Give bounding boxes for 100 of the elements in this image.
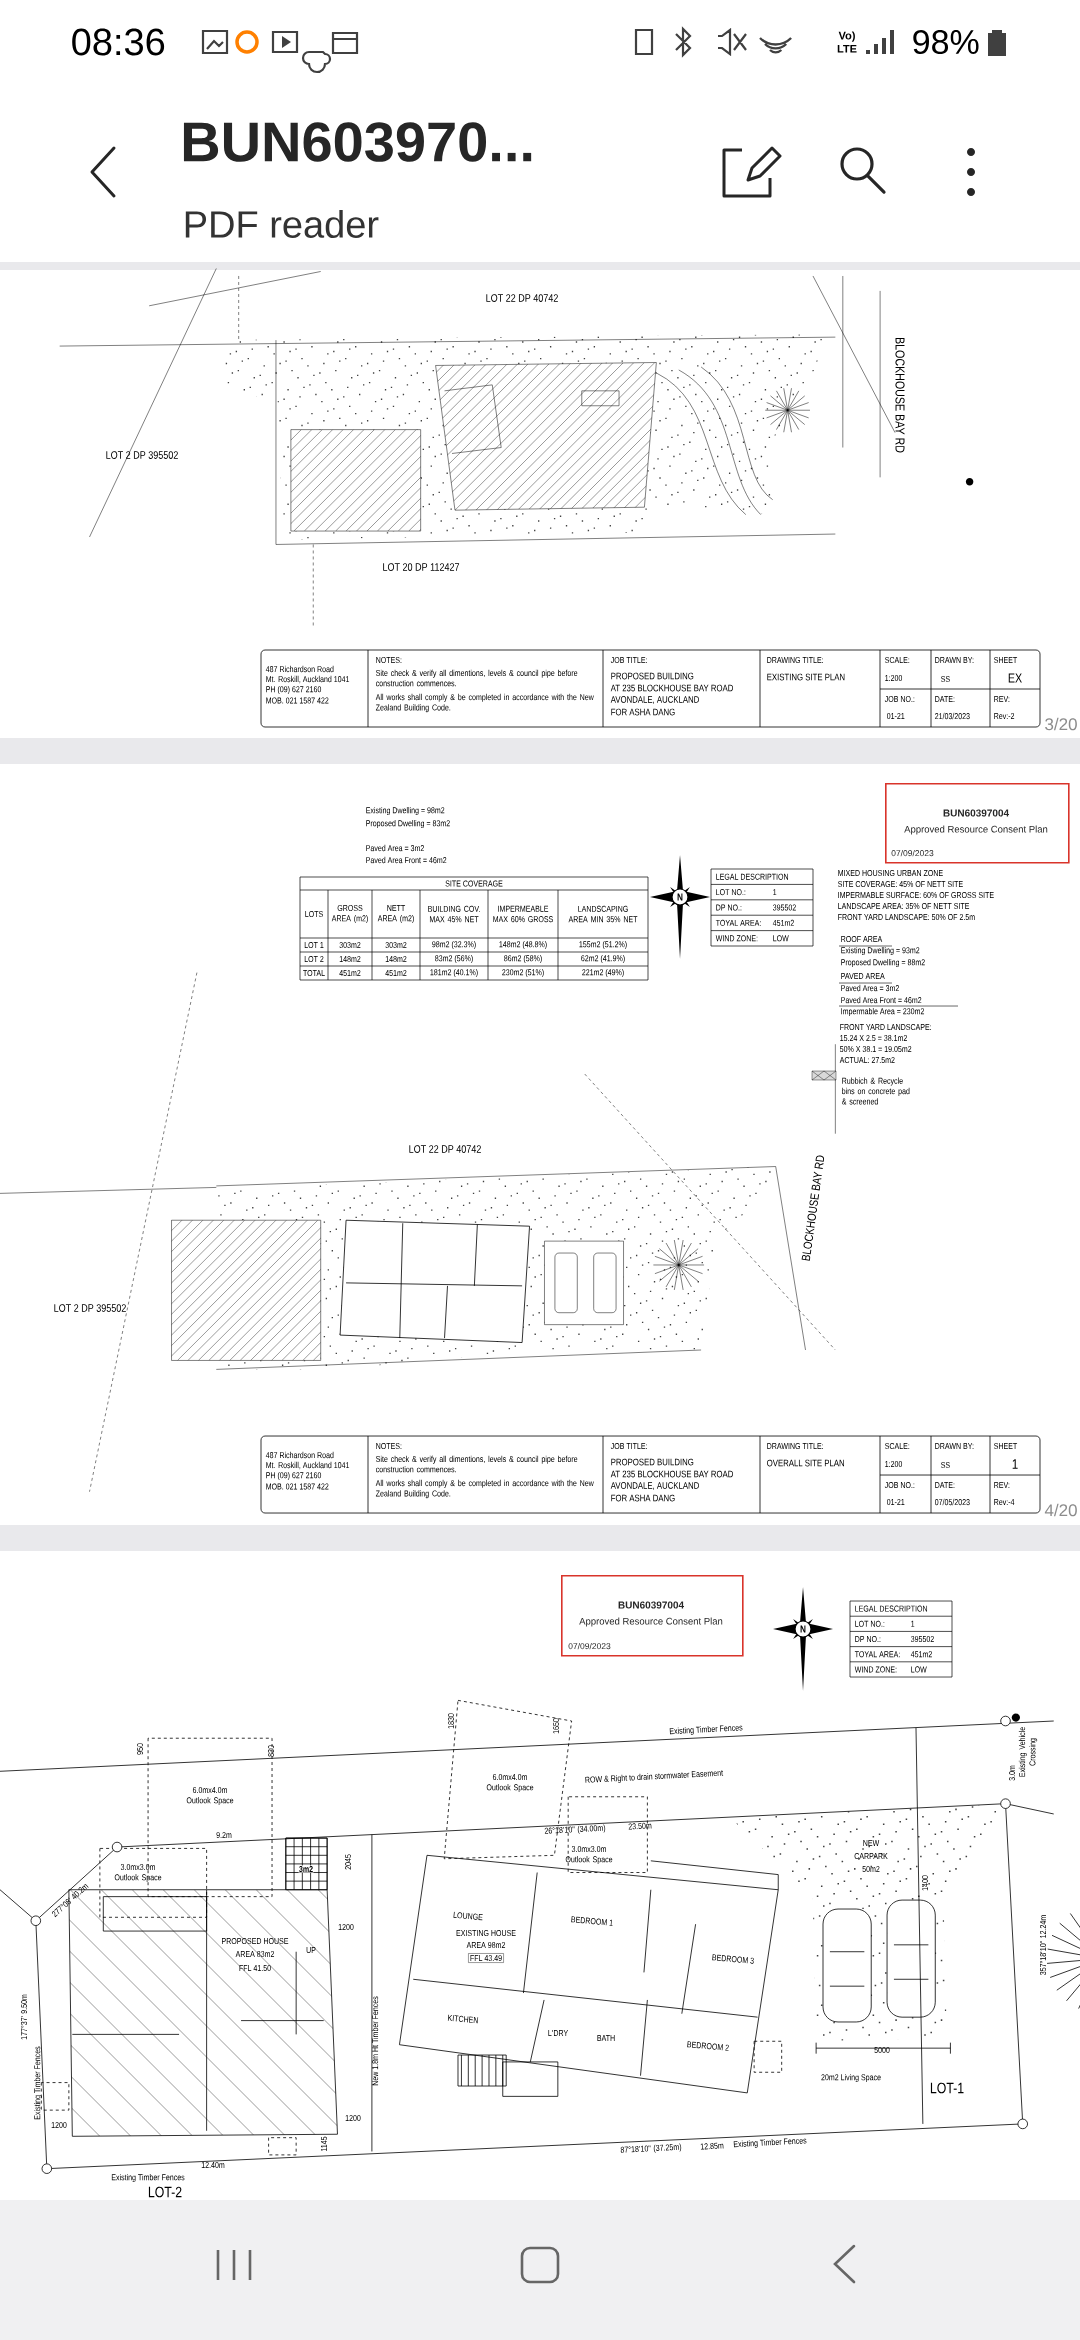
table-cell: 230m2 (51%) [502,969,544,977]
table-cell: 451m2 [385,969,407,977]
address-text: 487 Richardson Road [265,1451,334,1459]
address-text: PH (09) 627 2160 [266,1472,322,1480]
value-text: SS [941,675,950,683]
note-text: 50% X 38.1 = 19.05m2 [840,1045,912,1053]
note-text: SITE COVERAGE: 45% OF NETT SITE [838,880,963,888]
table-cell: 451m2 [910,1651,932,1658]
table-cell: GROSS AREA (m2) [331,904,368,924]
page-number: 4/20 [1044,1503,1077,1517]
plan-label: BEDROOM 3 [712,1954,754,1964]
plan-label: 2045 [344,1854,352,1870]
table-cell: 221m2 (49%) [582,969,624,977]
table-cell: NETT AREA (m2) [377,905,414,923]
table-cell: 451m2 [772,919,794,926]
table-cell: 303m2 [339,941,361,949]
plan-label: LOT-2 [148,2186,182,2198]
plan-label: EXISTING HOUSE [456,1930,516,1937]
table-cell: 62m2 (41.9%) [581,955,625,963]
table-cell: 181m2 (40.1%) [430,969,478,977]
plan-label: ROW & Right to drain stormwater Easement [585,1770,724,1783]
table-cell: 303m2 [385,941,407,949]
drawing-title-text: OVERALL SITE PLAN [767,1459,844,1467]
plan-label: BATH [597,2035,615,2041]
plan-label: 1200 [338,1924,354,1931]
table-cell: 395502 [910,1635,934,1643]
note-text: Proposed Dwelling = 83m2 [366,820,450,828]
screen-title: BUN603970... [183,122,532,162]
address-text: Mt. Roskill, Auckland 1041 [266,1461,350,1470]
note-text: Paved Area Front = 46m2 [366,856,447,864]
network-text: Vo) LTE [837,31,857,53]
heading-text: DRAWN BY: [935,657,974,663]
plan-label: LOT 22 DP 40742 [409,1145,481,1153]
plan-label: 12.40m [201,2162,225,2169]
plan-label: 3.0mx3.0m Outlook Space [114,1863,162,1883]
compass-letter: N [676,893,684,901]
table-cell: LOTS [305,910,323,918]
plan-label: 177°37' 9.50m [20,1994,28,2040]
address-text: 487 Richardson Road [265,665,334,673]
plan-label: Existing Timber Fences [733,2138,807,2148]
note-text: Existing Dwelling = 93m2 [841,947,920,956]
heading-text: DATE: [935,1482,955,1488]
plan-label: BEDROOM 1 [571,1916,613,1926]
plan-label: 830 [267,1745,275,1757]
plan-label: 3.0mx3.0m Outlook Space [565,1845,613,1865]
approval-stamp: BUN60397004 Approved Resource Consent Plan 07/09/2023 [885,783,1070,864]
heading-text: JOB NO.: [884,1481,915,1489]
value-text: 01-21 [887,1498,905,1506]
battery-text: 98% [913,29,979,55]
plan-label: LOT 2 DP 395502 [106,451,178,459]
drawing-title-text: EXISTING SITE PLAN [767,673,845,681]
value-text: 1:200 [885,674,903,682]
plan-label: 12.85m [700,2142,724,2150]
plan-label: 1830 [447,1713,455,1729]
table-cell: LOW [773,935,789,942]
plan-label: 1200 [345,2115,361,2122]
note-text: ROOF AREA [841,935,883,943]
plan-label: 87°18'10" (37.25m) [620,2143,682,2153]
table-cell: WIND ZONE: [854,1666,897,1673]
heading-text: DRAWING TITLE: [767,1442,823,1450]
table-cell: 148m2 [339,955,361,963]
table-cell: LOT NO.: [716,889,746,896]
address-text: MOB. 021 1587 422 [266,1483,329,1490]
note-text: All works shall comply & be completed in accordance with the New Zealand Building Code. [375,1479,594,1499]
note-text: FRONT YARD LANDSCAPE: 50% OF 2.5m [838,913,975,921]
table-cell: BUILDING COV. MAX 45% NET [428,905,480,923]
subtitle-text: PDF reader [185,210,379,238]
table-cell: LEGAL DESCRIPTION [716,873,788,880]
heading-text: REV: [994,696,1010,702]
job-title-text: PROPOSED BUILDING [611,1458,694,1466]
plan-label: Existing Timber Fences [34,2046,42,2120]
plan-label: CARPARK [854,1853,888,1860]
address-text: Mt. Roskill, Auckland 1041 [266,675,350,684]
heading-text: JOB TITLE: [610,656,647,664]
plan-label: 6.0mx4.0m Outlook Space [186,1786,234,1806]
job-title-text: PROPOSED BUILDING [611,672,694,680]
plan-label: 950 [136,1743,144,1755]
value-text: SS [941,1461,950,1469]
plan-label: New 1.8m Ht Timber Fences [371,1996,379,2086]
plan-label: KITCHEN [447,2014,479,2024]
note-text: ACTUAL: 27.5m2 [839,1056,895,1064]
job-title-text: FOR ASHA DANG [611,1494,675,1502]
table-cell: SITE COVERAGE [445,880,503,887]
job-title-text: AVONDALE, AUCKLAND [610,1482,699,1490]
value-text: 21/03/2023 [935,712,970,720]
compass-letter: N [799,1625,807,1633]
address-text: PH (09) 627 2160 [266,686,322,694]
table-cell: TOYAL AREA: [715,919,761,926]
value-text: 1 [1012,1459,1018,1469]
plan-label: 3m2 [298,1865,314,1873]
value-text: EX [1008,673,1022,683]
table-cell: WIND ZONE: [715,935,758,942]
approval-stamp: BUN60397004 Approved Resource Consent Plan 07/09/2023 [561,1575,744,1657]
plan-label: Existing Vehicle Crossing [1018,1727,1038,1777]
plan-label: Existing Timber Fences [111,2174,185,2183]
table-cell: 1 [911,1620,915,1627]
table-cell: LOT 1 [304,941,324,949]
table-cell: LEGAL DESCRIPTION [855,1605,927,1612]
plan-label: 20m2 Living Space [821,2074,881,2083]
table-cell: 148m2 (48.8%) [499,941,547,949]
